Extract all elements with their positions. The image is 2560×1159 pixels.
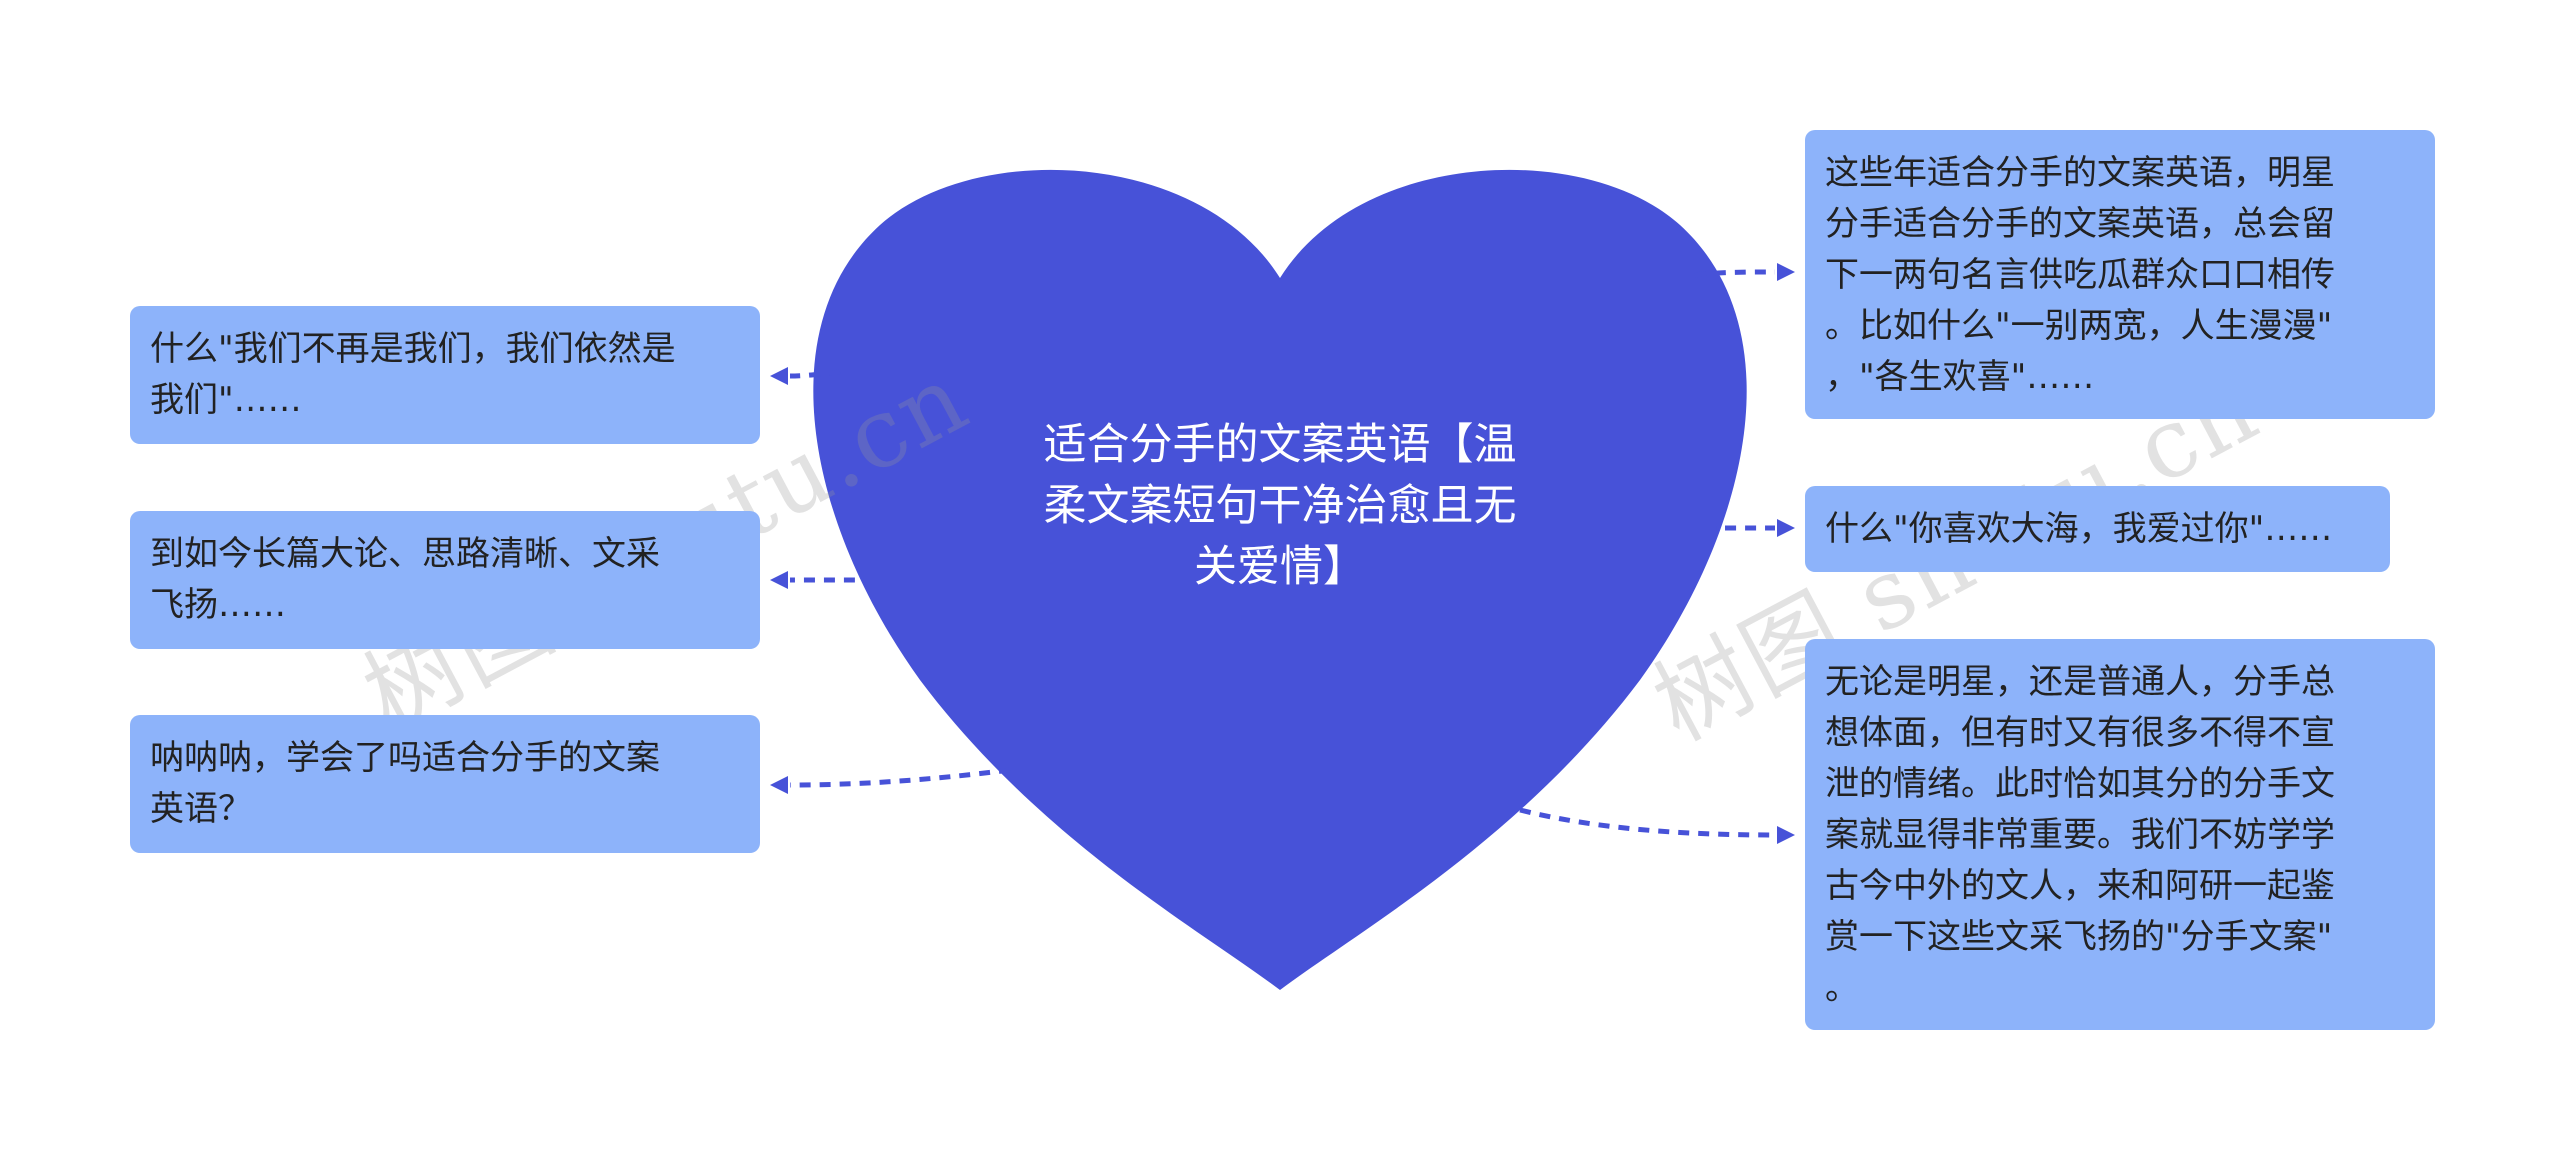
right-node-3[interactable]: 无论是明星，还是普通人，分手总 想体面，但有时又有很多不得不宣 泄的情绪。此时恰…	[1805, 639, 2435, 1030]
connector-right-3	[1519, 807, 1776, 838]
right-node-1[interactable]: 这些年适合分手的文案英语，明星 分手适合分手的文案英语，总会留 下一两句名言供吃…	[1805, 130, 2435, 419]
connectors-left	[789, 269, 1776, 838]
node-text-line: 。	[1825, 968, 1859, 1008]
central-topic-line: 柔文案短句干净治愈且无	[1043, 481, 1517, 532]
arrowhead-right-3	[1777, 826, 1795, 844]
node-text-line: 案就显得非常重要。我们不妨学学	[1825, 815, 2335, 855]
node-text-line: 什么"你喜欢大海，我爱过你"……	[1825, 509, 2333, 549]
arrowhead-left-3	[770, 776, 788, 794]
node-text-line: 泄的情绪。此时恰如其分的分手文	[1825, 764, 2335, 804]
left-node-2[interactable]: 到如今长篇大论、思路清晰、文采 飞扬……	[130, 511, 760, 649]
node-text-line: 古今中外的文人，来和阿研一起鉴	[1825, 866, 2335, 906]
node-text-line: 什么"我们不再是我们，我们依然是	[150, 329, 676, 369]
arrowhead-right-1	[1777, 263, 1795, 281]
node-text-line: 这些年适合分手的文案英语，明星	[1825, 153, 2335, 193]
node-text-line: 分手适合分手的文案英语，总会留	[1825, 204, 2335, 244]
node-text-line: 想体面，但有时又有很多不得不宣	[1825, 713, 2335, 753]
node-text-line: 到如今长篇大论、思路清晰、文采	[150, 534, 660, 574]
node-text-line: 。比如什么"一别两宽，人生漫漫"	[1825, 306, 2333, 346]
central-topic-line: 关爱情】	[1194, 542, 1366, 593]
node-text-line: ，"各生欢喜"……	[1825, 357, 2095, 397]
arrowheads	[770, 263, 1795, 844]
central-topic-line: 适合分手的文案英语【温	[1043, 420, 1517, 470]
node-text-line: 下一两句名言供吃瓜群众口口相传	[1825, 255, 2335, 295]
left-node-1[interactable]: 什么"我们不再是我们，我们依然是 我们"……	[130, 306, 760, 444]
connector-right-1	[1694, 269, 1776, 278]
node-text-line: 飞扬……	[150, 585, 286, 625]
arrowhead-right-2	[1777, 519, 1795, 537]
node-text-line: 英语？	[150, 789, 252, 829]
right-node-2[interactable]: 什么"你喜欢大海，我爱过你"……	[1805, 486, 2390, 572]
arrowhead-left-2	[770, 571, 788, 589]
node-text-line: 我们"……	[150, 380, 302, 420]
connector-left-1	[789, 369, 841, 379]
arrowhead-left-1	[770, 367, 788, 385]
left-node-3[interactable]: 呐呐呐，学会了吗适合分手的文案 英语？	[130, 715, 760, 853]
node-text-line: 赏一下这些文采飞扬的"分手文案"	[1825, 917, 2333, 957]
central-topic[interactable]: 适合分手的文案英语【温 柔文案短句干净治愈且无 关爱情】	[970, 415, 1590, 598]
heart-shape	[813, 169, 1747, 991]
node-text-line: 呐呐呐，学会了吗适合分手的文案	[150, 738, 660, 778]
node-text-line: 无论是明星，还是普通人，分手总	[1825, 662, 2335, 702]
connector-left-3	[789, 767, 1011, 788]
